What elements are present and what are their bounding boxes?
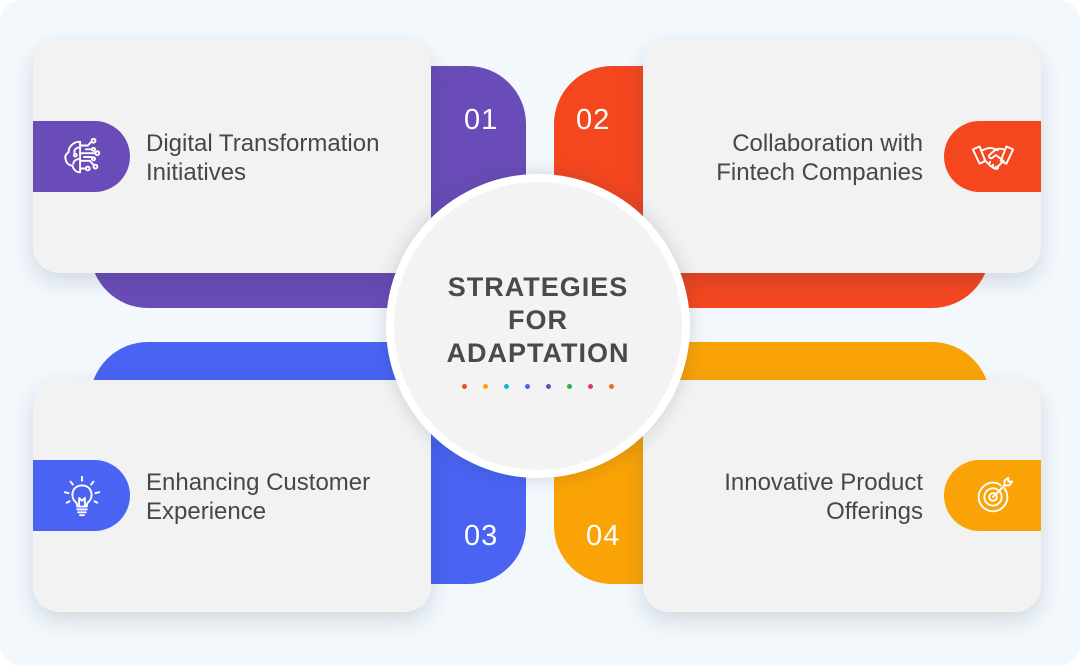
strategy-3-label: Enhancing Customer Experience bbox=[146, 469, 371, 525]
decorative-dot bbox=[546, 384, 551, 389]
decorative-dot bbox=[504, 384, 509, 389]
strategy-4-number: 04 bbox=[586, 520, 621, 552]
strategy-4-icon-tab bbox=[944, 460, 1041, 531]
decorative-dot bbox=[567, 384, 572, 389]
decorative-dot bbox=[609, 384, 614, 389]
strategy-3-number: 03 bbox=[464, 520, 499, 552]
strategy-1-icon-tab bbox=[33, 121, 130, 192]
strategy-3-card: Enhancing Customer Experience bbox=[33, 380, 431, 612]
decorative-dot bbox=[525, 384, 530, 389]
decorative-dot bbox=[483, 384, 488, 389]
strategy-4-label: Innovative Product Offerings bbox=[724, 469, 923, 525]
decorative-dot bbox=[462, 384, 467, 389]
lightbulb-icon bbox=[63, 475, 100, 516]
decorative-dots bbox=[462, 384, 614, 389]
center-circle-inner: STRATEGIES FOR ADAPTATION bbox=[394, 182, 682, 470]
center-circle: STRATEGIES FOR ADAPTATION bbox=[386, 174, 690, 478]
strategy-2-card: Collaboration with Fintech Companies bbox=[643, 41, 1041, 273]
strategy-2-label: Collaboration with Fintech Companies bbox=[716, 130, 923, 186]
strategy-1-label: Digital Transformation Initiatives bbox=[146, 130, 380, 186]
target-icon bbox=[977, 476, 1013, 512]
strategy-1-card: Digital Transformation Initiatives bbox=[33, 41, 431, 273]
strategy-2-icon-tab bbox=[944, 121, 1041, 192]
center-title: STRATEGIES FOR ADAPTATION bbox=[446, 272, 630, 368]
ai-brain-circuit-icon bbox=[63, 137, 100, 173]
strategy-4-card: Innovative Product Offerings bbox=[643, 380, 1041, 612]
strategy-1-number: 01 bbox=[464, 104, 499, 136]
handshake-icon bbox=[971, 145, 1014, 170]
strategy-3-icon-tab bbox=[33, 460, 130, 531]
decorative-dot bbox=[588, 384, 593, 389]
strategy-2-number: 02 bbox=[576, 104, 611, 136]
